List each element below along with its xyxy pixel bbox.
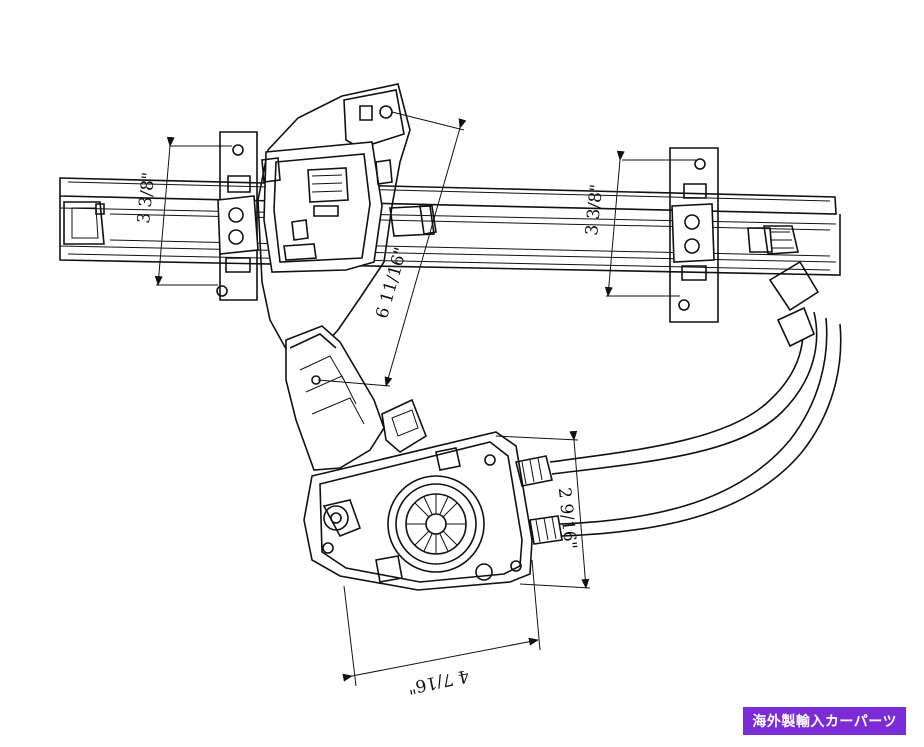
right-slider-bracket xyxy=(669,147,719,323)
dim-right-rail-label: 3 3/8" xyxy=(582,183,607,236)
motor-assembly xyxy=(285,325,563,591)
dim-motor-width-label: 4 7/16" xyxy=(406,665,471,697)
dim-left-rail-label: 3 3/8" xyxy=(134,171,159,224)
center-bracket xyxy=(257,83,437,357)
watermark-badge: 海外製輸入カーパーツ xyxy=(743,707,906,735)
main-rail xyxy=(59,177,841,276)
dim-motor-height: 2 9/16" xyxy=(495,430,591,589)
left-slider-bracket xyxy=(216,131,259,301)
dim-diagonal-label: 6 11/16" xyxy=(372,245,411,321)
cable-conduits xyxy=(549,225,842,537)
